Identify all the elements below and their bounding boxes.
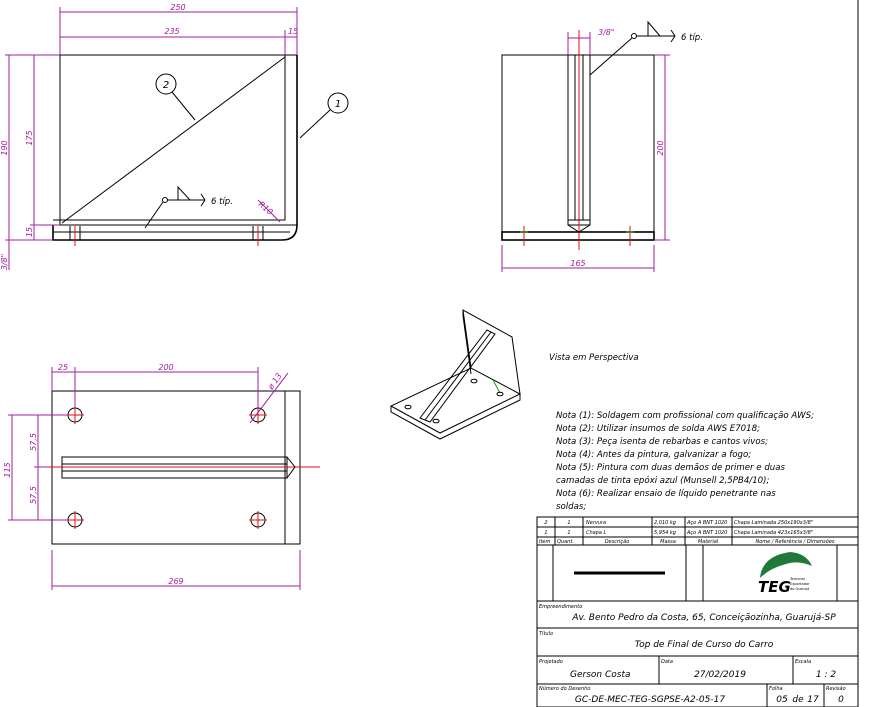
front-base-plate [52, 55, 298, 241]
note-line: Nota (1): Soldagem com profissional com … [556, 411, 814, 421]
dim-57-5-b: 57,5 [29, 486, 38, 504]
title-block-frame [536, 516, 859, 707]
part-qty: 1 [567, 530, 570, 536]
note-line: Nota (4): Antes da pintura, galvanizar a… [556, 450, 751, 460]
note-line: Nota (6): Realizar ensaio de líquido pen… [556, 489, 776, 499]
notes: Nota (1): Soldagem com profissional com … [556, 411, 814, 512]
header-dims: Nome / Referência / Dimensões [755, 538, 834, 545]
dim-115: 115 [3, 462, 12, 477]
address: Av. Bento Pedro da Costa, 65, Conceiçãoz… [571, 613, 836, 623]
drawing-date: 27/02/2019 [694, 670, 746, 680]
dim-15-flange: 15 [288, 27, 298, 36]
title-block: 2 1 Nervura 2,010 kg Aço A BNT 1020 Chap… [536, 516, 859, 707]
svg-text:Empreendimento: Empreendimento [539, 604, 582, 610]
revision: 0 [838, 695, 844, 705]
svg-text:Folha: Folha [769, 686, 783, 692]
logo-text: TEG [758, 578, 791, 596]
dim-plate-front: 3/8" [0, 254, 9, 271]
svg-text:Revisão: Revisão [826, 686, 846, 692]
drawing-title: Top de Final de Curso do Carro [635, 640, 774, 650]
svg-text:6 típ.: 6 típ. [681, 33, 703, 43]
svg-text:Terminal: Terminal [789, 577, 805, 581]
svg-text:Escala: Escala [795, 659, 811, 665]
header-item: Item [539, 539, 551, 545]
dim-235: 235 [164, 27, 179, 36]
svg-text:Data: Data [661, 659, 673, 665]
note-line: soldas; [556, 502, 586, 512]
svg-text:Exportador: Exportador [790, 582, 810, 586]
part-material: Aço A BNT 1020 [686, 520, 727, 526]
part-dims: Chapa Laminada 423x165x3/8" [734, 530, 813, 536]
dim-57-5-a: 57,5 [29, 433, 38, 451]
sheet-total: 17 [807, 695, 819, 705]
part-item: 2 [544, 520, 547, 526]
designer: Gerson Costa [570, 670, 631, 680]
svg-text:6 típ.: 6 típ. [211, 197, 233, 207]
dim-200-top: 200 [158, 363, 173, 372]
note-line: Nota (3): Peça isenta de rebarbas e cant… [556, 437, 768, 447]
part-qty: 1 [567, 520, 570, 526]
part-item: 1 [544, 530, 547, 536]
part-dims: Chapa Laminada 250x190x3/8" [734, 520, 813, 526]
svg-text:do Guarujá: do Guarujá [790, 587, 809, 591]
side-outline [501, 54, 655, 233]
rib-diagonal [61, 56, 286, 224]
dim-269: 269 [168, 577, 183, 586]
perspective-view: Vista em Perspectiva [389, 309, 639, 440]
weld-symbol-side: 6 típ. [589, 20, 703, 76]
weld-symbol-front: 6 típ. [144, 185, 233, 229]
svg-text:1: 1 [335, 99, 341, 110]
header-mass: Massa [660, 539, 676, 545]
part-name: Chapa L [586, 530, 607, 536]
note-line: camadas de tinta epóxi azul (Munsell 2,5… [556, 475, 769, 486]
dim-25: 25 [58, 363, 68, 372]
drawing-number: GC-DE-MEC-TEG-SGPSE-A2-05-17 [575, 695, 725, 705]
dim-plate-side: 3/8" [598, 28, 615, 37]
header-qty: Quant. [557, 539, 574, 545]
part-name: Nervura [586, 520, 606, 526]
dim-190: 190 [0, 140, 9, 155]
sheet-number: 05 [776, 695, 788, 705]
side-view: 200 165 3/8" 6 típ. [501, 20, 703, 272]
perspective-label: Vista em Perspectiva [549, 353, 639, 363]
dim-200-side: 200 [656, 140, 665, 155]
balloon-1 [327, 92, 349, 114]
svg-text:Projetado: Projetado [539, 659, 563, 665]
dim-175: 175 [25, 130, 34, 145]
top-view: 25 200 ø 13 115 57,5 57,5 269 [3, 363, 320, 590]
header-desc: Descrição [605, 539, 630, 545]
drawing-scale: 1 : 2 [816, 670, 836, 680]
dim-165: 165 [570, 259, 585, 268]
svg-text:Número do Desenho: Número do Desenho [539, 685, 590, 692]
dim-250: 250 [170, 3, 185, 12]
svg-text:2: 2 [163, 80, 169, 91]
svg-text:Título: Título [539, 630, 553, 637]
part-mass: 2,010 kg [654, 520, 676, 526]
balloon-2 [155, 73, 177, 95]
part-material: Aço A BNT 1020 [686, 530, 727, 536]
note-line: Nota (5): Pintura com duas demãos de pri… [556, 463, 785, 473]
header-material: Material [698, 539, 719, 545]
svg-text:de: de [792, 695, 804, 705]
front-view: 250 235 15 190 175 15 3/8" R10 2 1 [0, 3, 349, 271]
part-mass: 5,954 kg [654, 530, 676, 536]
note-line: Nota (2): Utilizar insumos de solda AWS … [556, 424, 760, 434]
dim-15-base: 15 [25, 227, 34, 237]
teg-logo: TEG Terminal Exportador do Guarujá [758, 552, 812, 596]
